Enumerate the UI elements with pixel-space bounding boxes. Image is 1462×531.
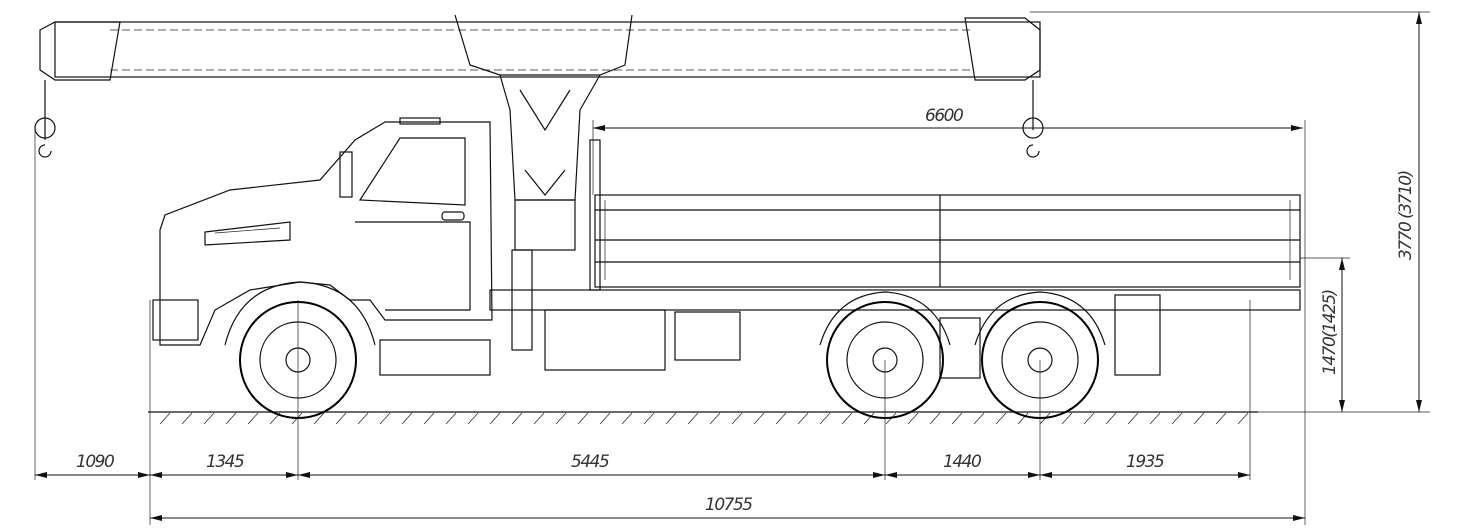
dim-overall-height: 3770 (3710) <box>1396 171 1416 260</box>
dim-overall-length: 10755 <box>705 495 752 515</box>
ground-hatch <box>819 412 831 425</box>
ground-hatch <box>555 412 567 425</box>
ground-hatch <box>225 412 237 425</box>
ground-hatch <box>313 412 325 425</box>
ground-hatch <box>775 412 787 425</box>
ground-hatch <box>907 412 919 425</box>
ground-hatch <box>1149 412 1161 425</box>
dim-bed-height: 1470(1425) <box>1320 290 1340 375</box>
ground-hatch <box>1193 412 1205 425</box>
ground-hatch <box>423 412 435 425</box>
ground-hatch <box>1215 412 1227 425</box>
ground-hatch <box>665 412 677 425</box>
truck-cab <box>152 117 493 346</box>
ground-hatch <box>995 412 1007 425</box>
dim-front-to-axle: 1345 <box>206 452 244 472</box>
ground-hatch <box>401 412 413 425</box>
ground-hatch <box>709 412 721 425</box>
ground-hatch <box>599 412 611 425</box>
ground-hatch <box>797 412 809 425</box>
ground-hatch <box>247 412 259 425</box>
ground-hatch <box>951 412 963 425</box>
ground-hatch <box>489 412 501 425</box>
ground-hatch <box>643 412 655 425</box>
cargo-bed <box>589 139 1301 291</box>
dimension-lines <box>35 12 1422 521</box>
ground-hatch <box>621 412 633 425</box>
dim-wheelbase: 5445 <box>571 452 609 472</box>
ground-hatch <box>1237 412 1249 425</box>
ground-hatch <box>753 412 765 425</box>
ground-hatch <box>181 412 193 425</box>
dim-rear-overhang: 1935 <box>1126 452 1164 472</box>
dim-rear-axle-spacing: 1440 <box>943 452 981 472</box>
ground-hatch <box>863 412 875 425</box>
dim-front-overhang: 1090 <box>76 452 114 472</box>
chassis <box>379 289 1301 379</box>
ground-hatch <box>687 412 699 425</box>
ground-hatch <box>841 412 853 425</box>
extension-lines <box>34 11 1430 525</box>
ground-hatch <box>1171 412 1183 425</box>
ground-hatch <box>335 412 347 425</box>
dim-bed-length: 6600 <box>925 106 963 126</box>
ground-hatch <box>1105 412 1117 425</box>
ground-hatch <box>1061 412 1073 425</box>
ground-hatch <box>511 412 523 425</box>
ground-hatch <box>533 412 545 425</box>
ground-hatch <box>929 412 941 425</box>
ground-hatch <box>1017 412 1029 425</box>
ground-hatch <box>1083 412 1095 425</box>
ground-hatch <box>1127 412 1139 425</box>
ground-hatch <box>379 412 391 425</box>
ground-hatch <box>731 412 743 425</box>
ground-hatch <box>445 412 457 425</box>
ground-hatch <box>159 412 171 425</box>
ground-hatch <box>577 412 589 425</box>
ground-line <box>148 411 1258 425</box>
crane-boom <box>34 14 1044 351</box>
ground-hatch <box>467 412 479 425</box>
ground-hatch <box>203 412 215 425</box>
ground-hatch <box>357 412 369 425</box>
ground-hatch <box>973 412 985 425</box>
